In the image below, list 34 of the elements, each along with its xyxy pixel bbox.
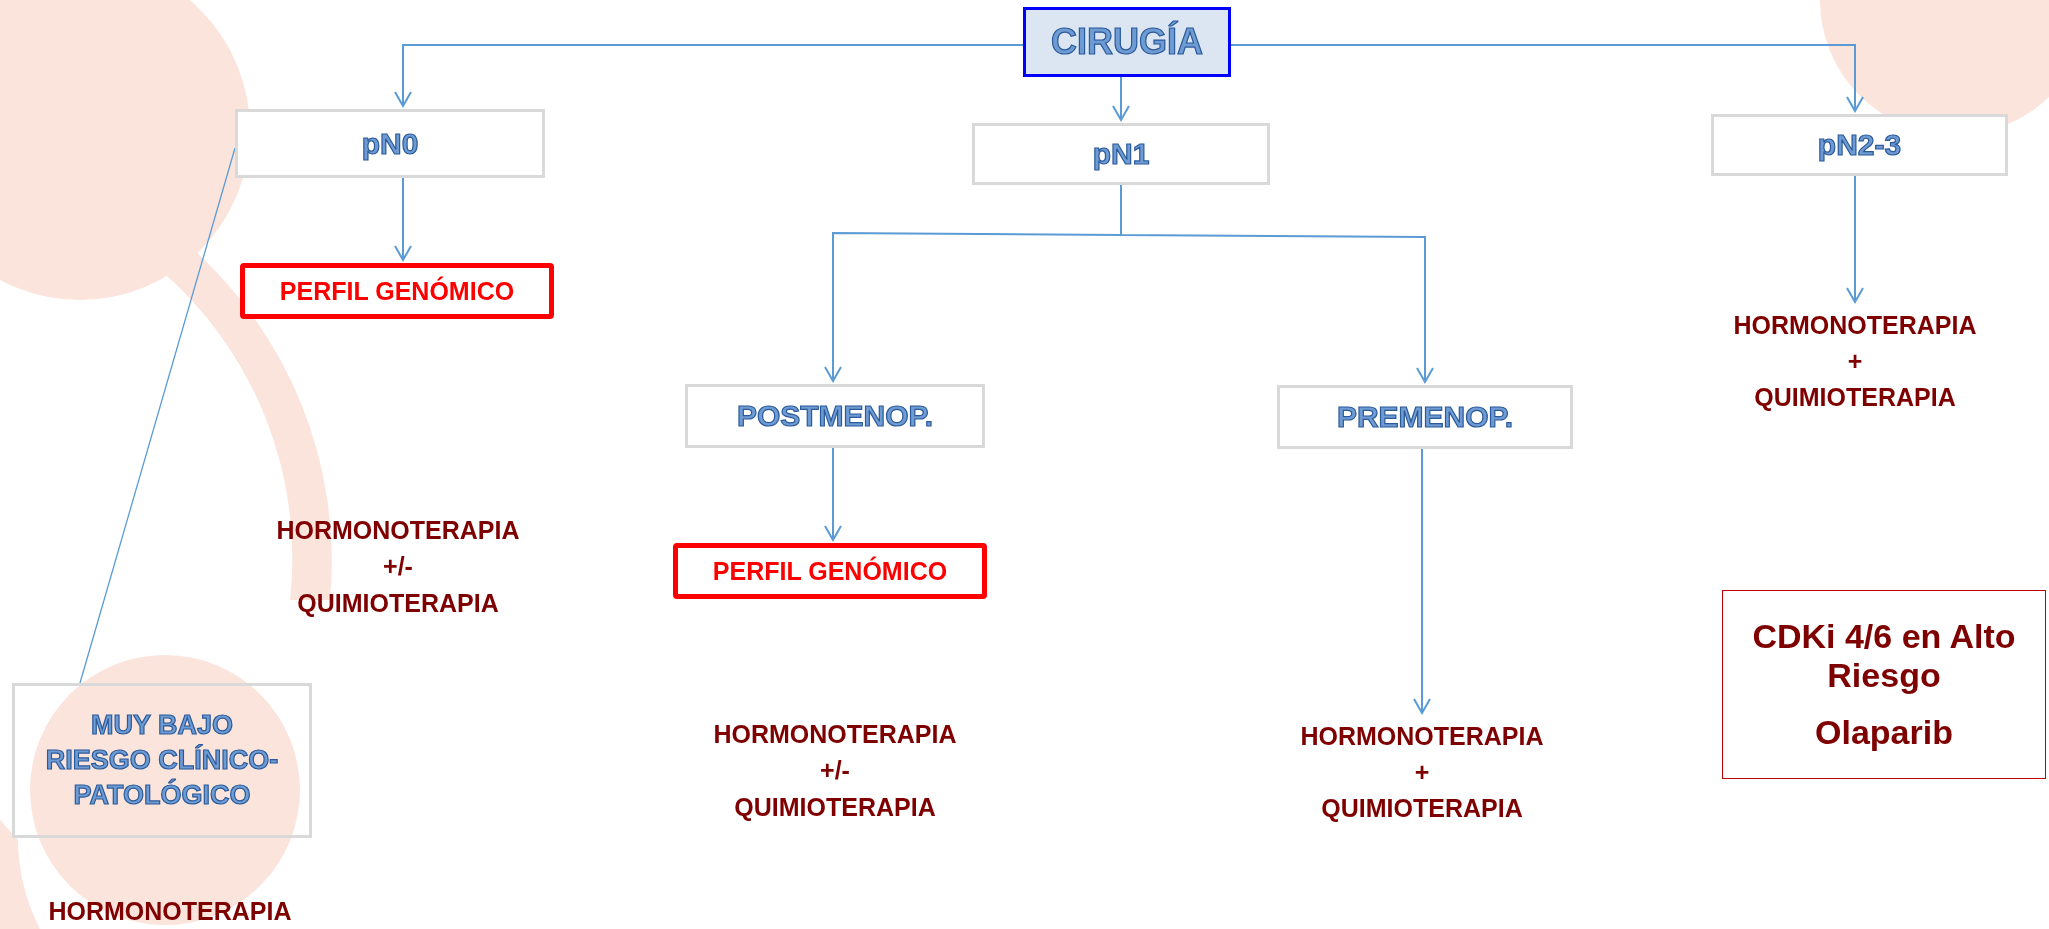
arrow xyxy=(824,447,842,541)
arrow xyxy=(1413,448,1431,714)
box-label: POSTMENOP. xyxy=(736,399,934,433)
treatment-text: HORMONOTERAPIA + QUIMIOTERAPIA xyxy=(1267,716,1577,828)
treatment-text: HORMONOTERAPIA xyxy=(47,896,293,927)
treatment-text: HORMONOTERAPIA +/- QUIMIOTERAPIA xyxy=(712,719,958,823)
process-box xyxy=(1023,7,1231,77)
box-label: CIRUGÍA xyxy=(1051,21,1203,63)
box-label: PERFIL GENÓMICO xyxy=(712,556,948,586)
arrow xyxy=(1846,175,1864,303)
process-box xyxy=(972,123,1270,185)
highlight-box xyxy=(673,543,987,599)
box-label: pN0 xyxy=(361,126,419,161)
box-label: MUY BAJO RIESGO CLÍNICO-PATOLÓGICO xyxy=(45,708,279,813)
box-label: PREMENOP. xyxy=(1336,400,1514,434)
box-label: pN2-3 xyxy=(1817,128,1902,162)
process-box xyxy=(235,109,545,178)
box-label: pN1 xyxy=(1092,137,1150,171)
connector-line xyxy=(79,147,236,684)
box-label: CDKi 4/6 en Alto Riesgo xyxy=(1751,617,2017,695)
box-label: PERFIL GENÓMICO xyxy=(279,276,515,306)
arrow xyxy=(394,177,412,261)
note-box xyxy=(1722,590,2046,779)
arrow xyxy=(1230,44,1864,112)
arrow xyxy=(1112,76,1130,121)
arrow xyxy=(394,44,1024,107)
process-box xyxy=(1711,114,2008,176)
process-box xyxy=(1277,385,1573,449)
process-box xyxy=(685,384,985,448)
process-box xyxy=(12,683,312,838)
box-label: Olaparib xyxy=(1815,713,1953,752)
treatment-text: HORMONOTERAPIA +/- QUIMIOTERAPIA xyxy=(275,515,521,619)
highlight-box xyxy=(240,263,554,319)
treatment-text: HORMONOTERAPIA + QUIMIOTERAPIA xyxy=(1700,305,2010,417)
